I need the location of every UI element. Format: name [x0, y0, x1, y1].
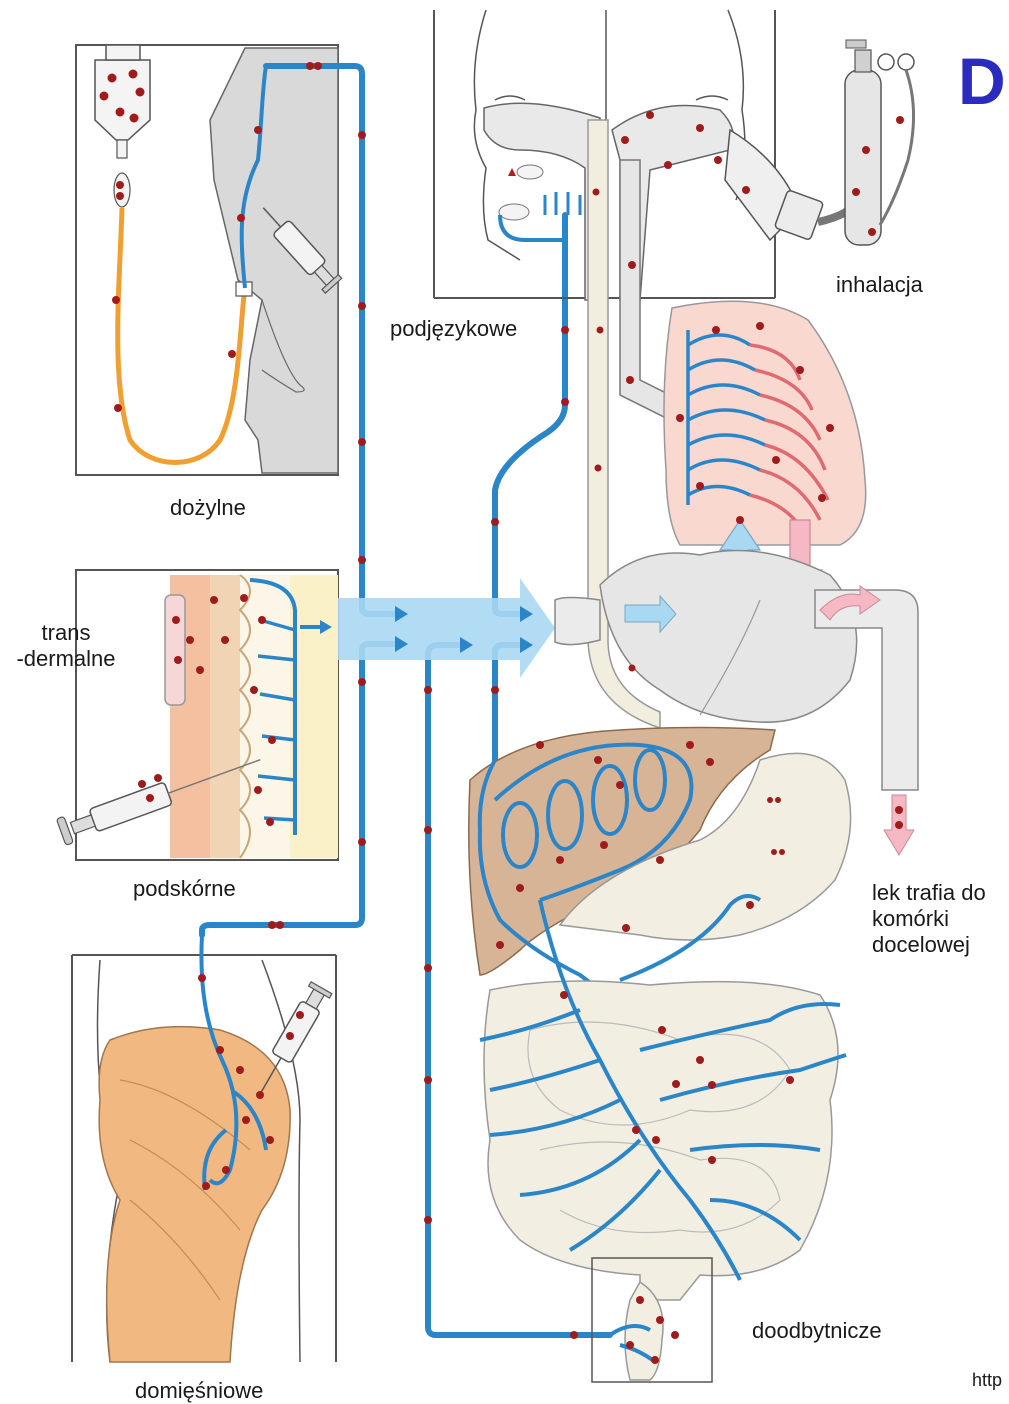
nasal-oral-cavity — [484, 103, 600, 300]
head-panel — [434, 10, 914, 300]
intramuscular-panel — [72, 935, 336, 1362]
muscle-illustration — [99, 1027, 290, 1362]
sublingual-label: podjęzykowe — [386, 316, 531, 346]
intramuscular-label: domięśniowe — [135, 1378, 263, 1404]
title-fragment: D — [958, 46, 1006, 116]
flow-to-heart — [338, 578, 555, 678]
subcutaneous-panel — [56, 570, 338, 860]
inhalation-label: inhalacja — [836, 272, 923, 298]
transdermal-patch — [165, 595, 185, 705]
url-fragment: http — [972, 1370, 1002, 1391]
target-cell-label: lek trafia do komórki docelowej — [872, 880, 1008, 958]
target-cell-label-line1: lek trafia do — [872, 880, 1008, 906]
target-cell-label-line2: komórki — [872, 906, 1008, 932]
sublingual-vein-trunk — [495, 215, 565, 614]
intravenous-label: dożylne — [170, 495, 246, 521]
target-cell-label-line3: docelowej — [872, 932, 1008, 958]
subcutaneous-label: podskórne — [133, 876, 236, 902]
transdermal-label-line1: trans — [4, 620, 128, 646]
transdermal-label: trans -dermalne — [4, 620, 128, 672]
portal-vein-trunk — [495, 645, 520, 760]
transdermal-label-line2: -dermalne — [4, 646, 128, 672]
rectal-label: doodbytnicze — [752, 1318, 882, 1344]
gas-cylinder-icon — [845, 40, 914, 245]
